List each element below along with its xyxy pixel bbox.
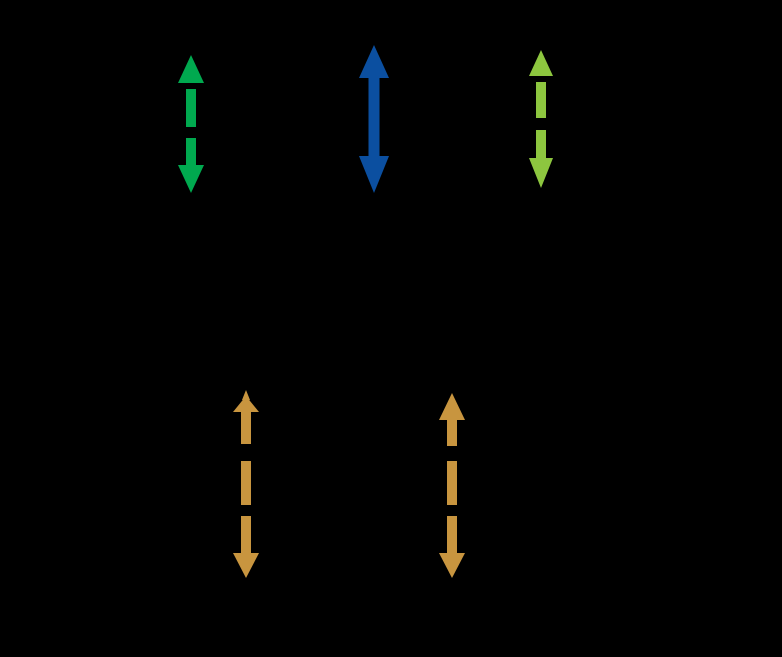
arrowhead-up-icon bbox=[529, 50, 553, 76]
shaft-dash bbox=[447, 416, 457, 446]
arrow-green[interactable] bbox=[160, 45, 222, 205]
arrowhead-small-tip-icon bbox=[242, 390, 250, 400]
shaft-dash bbox=[447, 516, 457, 560]
shaft-dash bbox=[447, 461, 457, 505]
arrowhead-up-icon bbox=[233, 396, 259, 412]
arrow-orange-left[interactable] bbox=[216, 388, 278, 588]
arrowhead-down-icon bbox=[359, 156, 389, 193]
arrow-orange-right[interactable] bbox=[422, 388, 484, 588]
arrow-lightgreen[interactable] bbox=[513, 42, 571, 198]
arrowhead-down-icon bbox=[529, 158, 553, 188]
shaft-dash bbox=[241, 461, 251, 505]
shaft-dash bbox=[536, 130, 546, 158]
arrowhead-down-icon bbox=[233, 553, 259, 578]
arrowhead-down-icon bbox=[439, 553, 465, 578]
arrowhead-down-icon bbox=[178, 165, 204, 193]
shaft-dash bbox=[241, 516, 251, 560]
orange-left-arrow-shape bbox=[233, 390, 259, 578]
shaft-dash bbox=[241, 412, 251, 444]
blue-arrow-shape bbox=[359, 45, 389, 193]
arrowhead-up-icon bbox=[178, 55, 204, 83]
arrowhead-up-icon bbox=[439, 393, 465, 420]
shaft-dash bbox=[186, 138, 196, 168]
lightgreen-arrow-shape bbox=[529, 50, 553, 188]
arrow-blue[interactable] bbox=[344, 38, 406, 203]
green-arrow-shape bbox=[178, 55, 204, 193]
arrowhead-up-icon bbox=[359, 45, 389, 78]
shaft-dash bbox=[186, 89, 196, 127]
shaft-dash bbox=[536, 82, 546, 118]
orange-right-arrow-shape bbox=[439, 393, 465, 578]
shaft-solid bbox=[368, 74, 380, 159]
